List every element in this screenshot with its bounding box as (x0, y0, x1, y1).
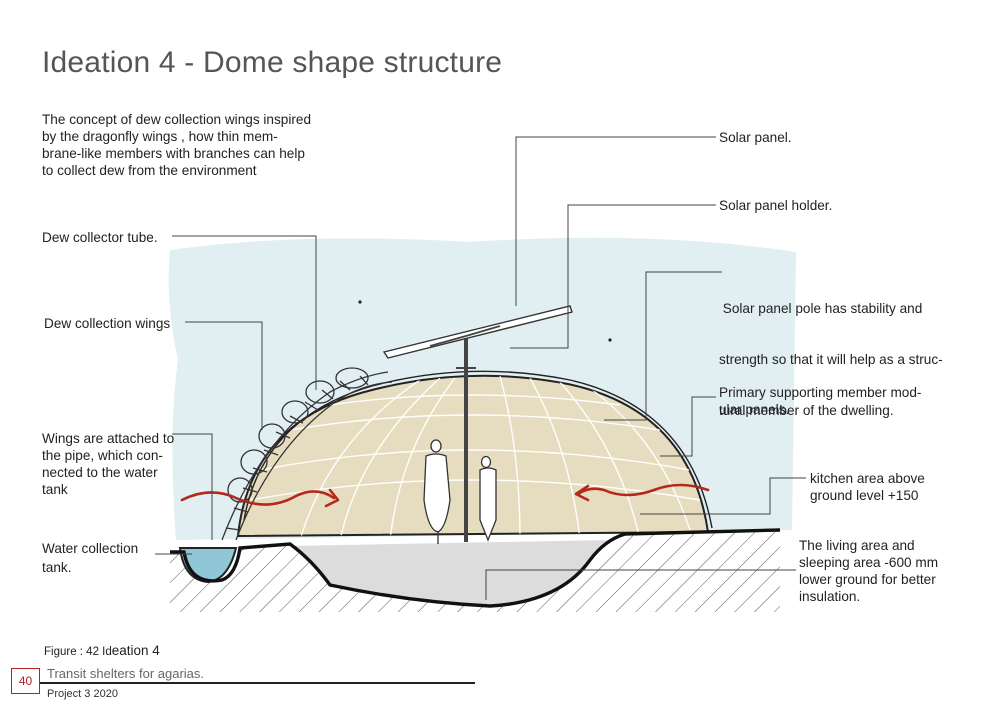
label-line: insulation. (799, 589, 861, 604)
label-line: Solar panel pole has stability and (719, 301, 923, 316)
label-water-tank: Water collection tank. (42, 539, 138, 577)
label-kitchen: kitchen area above ground level +150 (810, 470, 925, 504)
label-solar-panel: Solar panel. (719, 130, 792, 145)
intro-line: by the dragonfly wings , how thin mem- (42, 129, 278, 144)
label-wings-attached: Wings are attached to the pipe, which co… (42, 430, 174, 498)
intro-line: to collect dew from the environment (42, 163, 257, 178)
label-line: ground level +150 (810, 488, 919, 503)
caption-rest: eation 4 (111, 643, 160, 658)
ground (170, 532, 780, 612)
label-line: kitchen area above (810, 471, 925, 486)
label-line: sleeping area -600 mm (799, 555, 939, 570)
label-solar-pole: Solar panel pole has stability and stren… (719, 266, 943, 436)
wind-arrows (180, 483, 710, 508)
footer-title: Transit shelters for agarias. (47, 666, 205, 681)
figure-caption: Figure : 42 Ideation 4 (44, 643, 160, 658)
label-line: lower ground for better (799, 572, 936, 587)
label-line: The living area and (799, 538, 915, 553)
label-line: tural member of the dwelling. (719, 403, 894, 418)
label-living: The living area and sleeping area -600 m… (799, 537, 938, 605)
intro-text: The concept of dew collection wings insp… (42, 111, 342, 179)
intro-line: The concept of dew collection wings insp… (42, 112, 312, 127)
floor (290, 540, 612, 604)
label-line: strength so that it will help as a struc… (719, 352, 943, 367)
label-line: the pipe, which con- (42, 448, 163, 463)
dew-wings (221, 367, 393, 541)
page-number: 40 (11, 668, 40, 694)
label-primary-member: Primary supporting member mod- ular pane… (719, 384, 921, 418)
intro-line: brane-like members with branches can hel… (42, 146, 305, 161)
label-line: Wings are attached to (42, 431, 175, 446)
page-title: Ideation 4 - Dome shape structure (42, 46, 503, 79)
label-line: ular panels. (719, 402, 790, 417)
label-line: Primary supporting member mod- (719, 385, 922, 400)
label-line: tank (42, 482, 68, 497)
label-dew-collector-tube: Dew collector tube. (42, 230, 158, 245)
human-figures (423, 439, 497, 544)
leader-lines (155, 136, 806, 600)
label-line: tank. (42, 560, 72, 575)
label-line: Water collection (42, 541, 139, 556)
label-line: nected to the water (42, 465, 158, 480)
label-dew-collection-wings: Dew collection wings (44, 316, 171, 331)
caption-prefix: Figure : 42 Id (44, 646, 112, 658)
ground-line (170, 528, 781, 608)
footer-divider (40, 682, 475, 684)
footer-project: Project 3 2020 (47, 688, 118, 700)
label-solar-panel-holder: Solar panel holder. (719, 198, 833, 213)
